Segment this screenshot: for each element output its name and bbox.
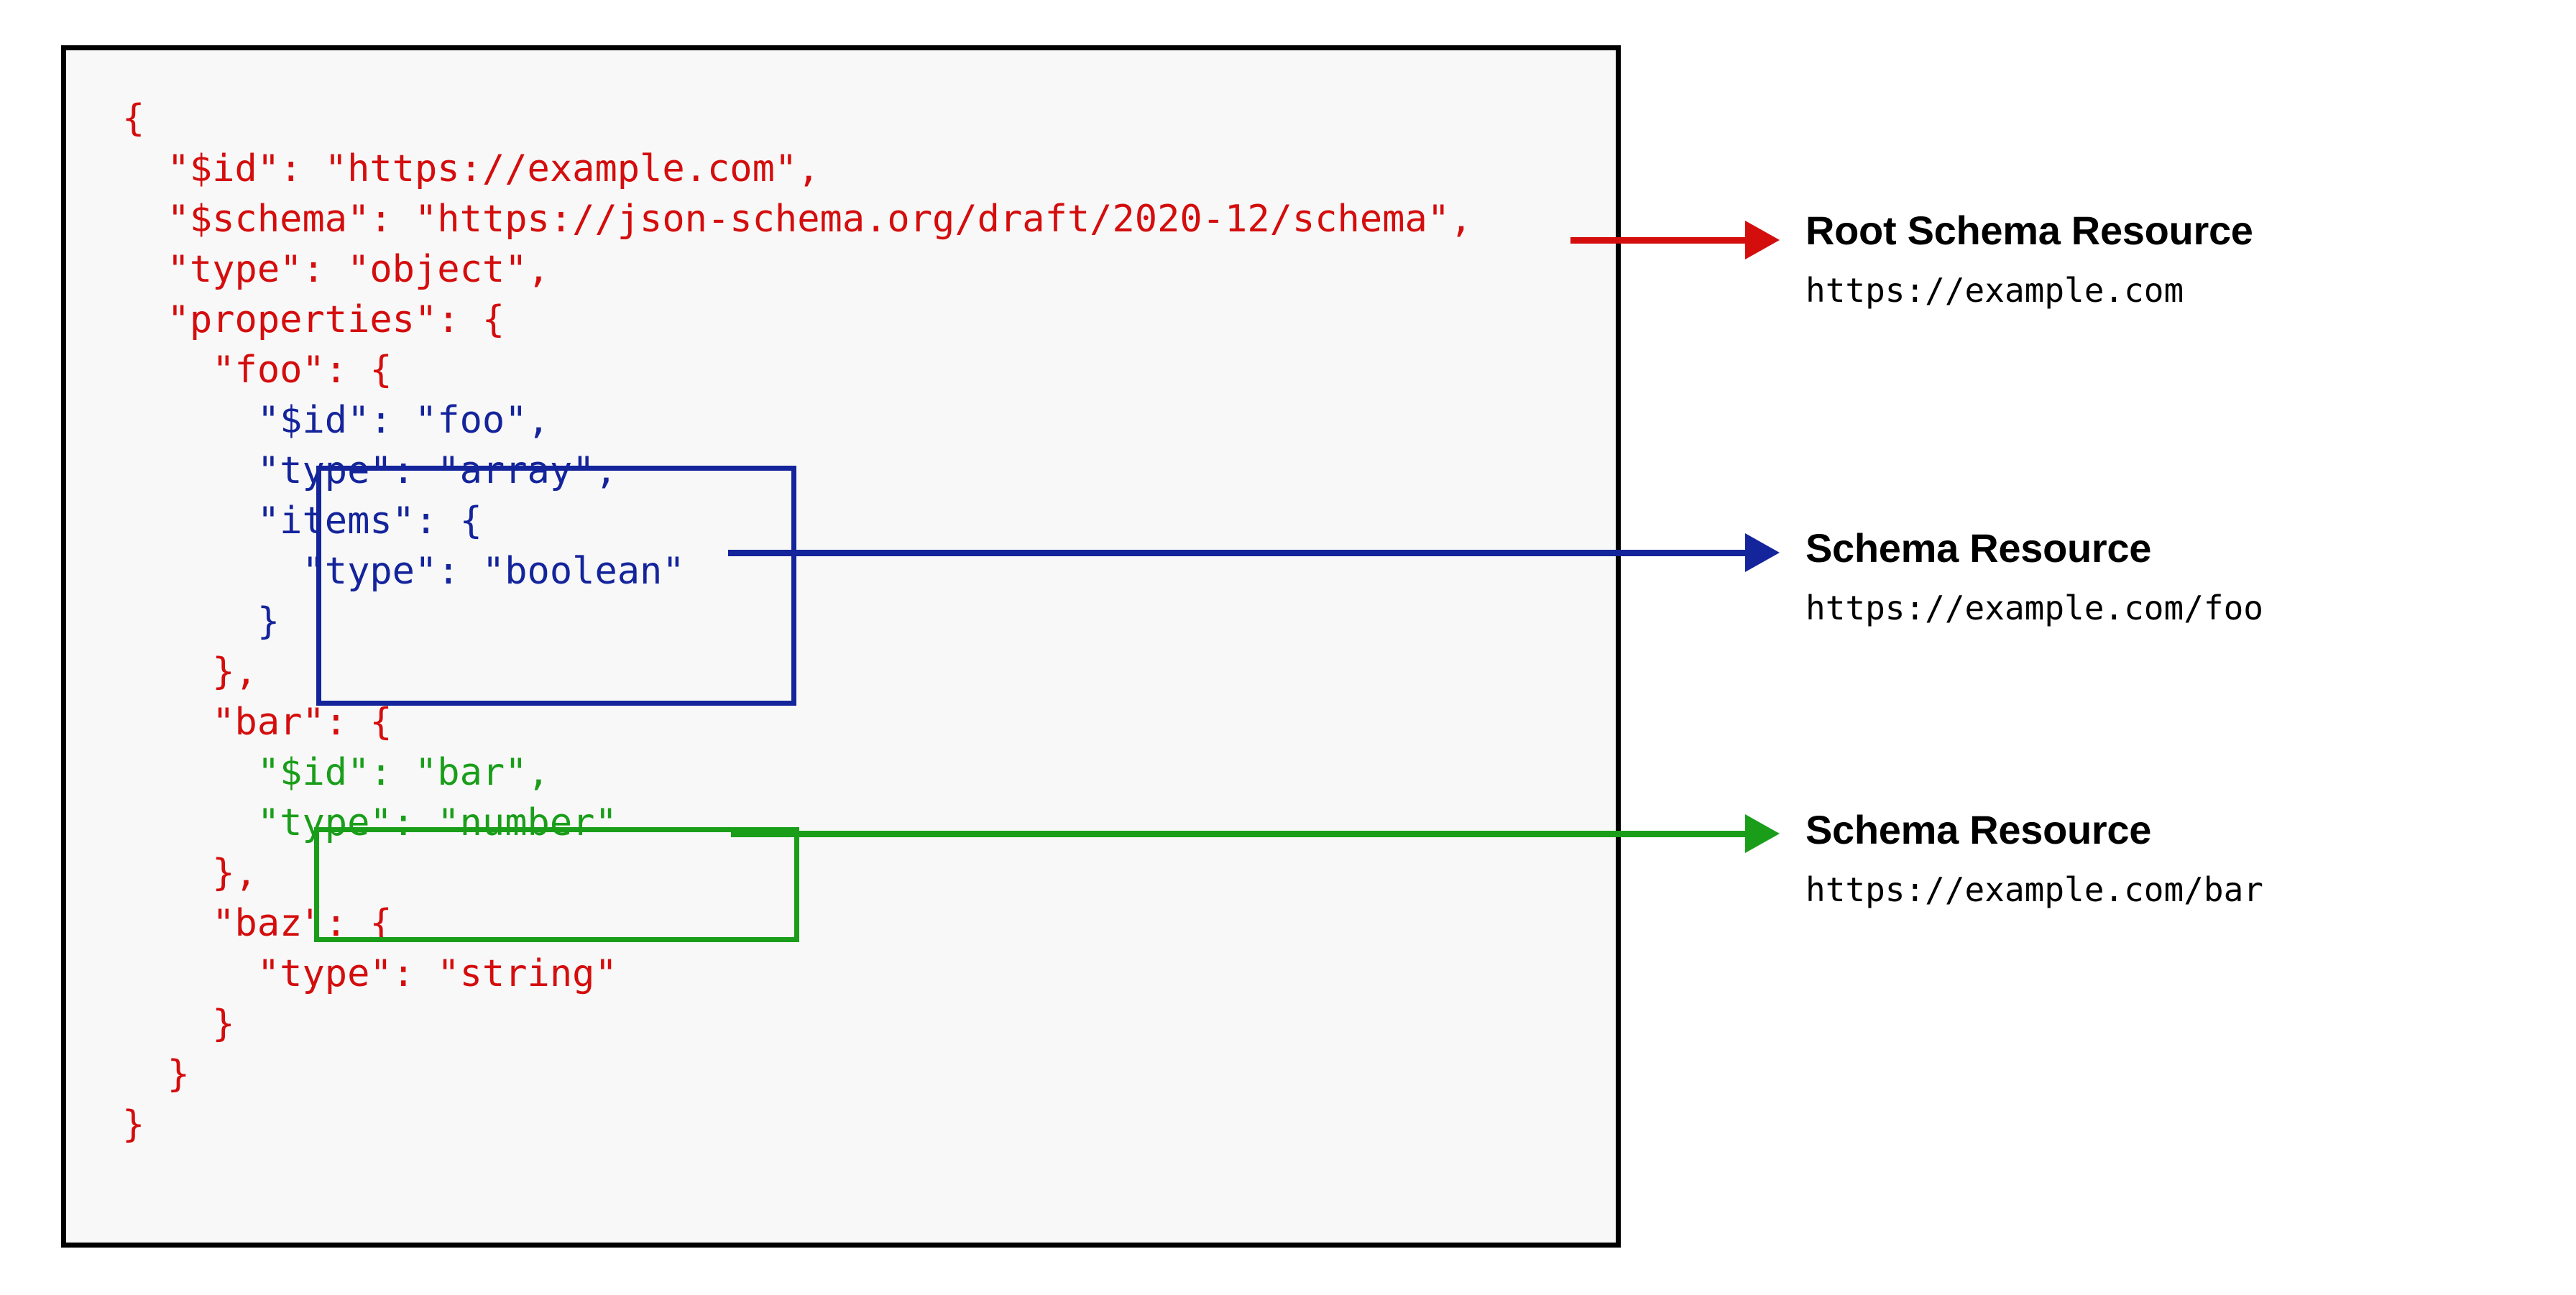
code-line: "foo": { <box>122 349 392 392</box>
code-line: } <box>122 1003 235 1046</box>
root-schema-arrow-head <box>1745 221 1780 259</box>
callout-root-url: https://example.com <box>1806 271 2184 310</box>
code-line: } <box>122 1053 190 1096</box>
code-line: }, <box>122 852 257 895</box>
code-line: { <box>122 97 145 140</box>
callout-foo-schema-resource: Schema Resource https://example.com/foo <box>1806 525 2263 627</box>
json-code-panel: { "$id": "https://example.com", "$schema… <box>61 45 1621 1248</box>
bar-schema-arrow-line <box>731 831 1747 837</box>
foo-schema-arrow-head <box>1745 533 1780 572</box>
bar-schema-arrow-head <box>1745 814 1780 853</box>
code-line: }, <box>122 650 257 693</box>
code-line: "items": { <box>122 499 482 543</box>
code-line: "$id": "https://example.com", <box>122 147 820 190</box>
code-line: "$id": "foo", <box>122 399 550 442</box>
callout-bar-url: https://example.com/bar <box>1806 870 2263 909</box>
code-line: "properties": { <box>122 298 505 341</box>
code-line: "type": "string" <box>122 952 617 995</box>
code-line: } <box>122 600 280 643</box>
foo-schema-arrow-line <box>728 550 1747 556</box>
callout-bar-title: Schema Resource <box>1806 807 2152 852</box>
json-code-block: { "$id": "https://example.com", "$schema… <box>122 93 1472 1150</box>
callout-root-schema-resource: Root Schema Resource https://example.com <box>1806 207 2253 310</box>
callout-foo-url: https://example.com/foo <box>1806 589 2263 627</box>
callout-root-title: Root Schema Resource <box>1806 208 2253 253</box>
callout-foo-title: Schema Resource <box>1806 525 2152 571</box>
callout-bar-schema-resource: Schema Resource https://example.com/bar <box>1806 806 2263 909</box>
code-line: "type": "boolean" <box>122 550 685 593</box>
code-line: "type": "array", <box>122 449 617 492</box>
code-line: "type": "number" <box>122 801 617 844</box>
code-line: "baz": { <box>122 902 392 945</box>
root-schema-arrow-line <box>1570 237 1747 244</box>
code-line: "type": "object", <box>122 248 550 291</box>
code-line: "bar": { <box>122 701 392 744</box>
code-line: "$schema": "https://json-schema.org/draf… <box>122 198 1473 241</box>
code-line: "$id": "bar", <box>122 751 550 794</box>
code-line: } <box>122 1103 145 1146</box>
